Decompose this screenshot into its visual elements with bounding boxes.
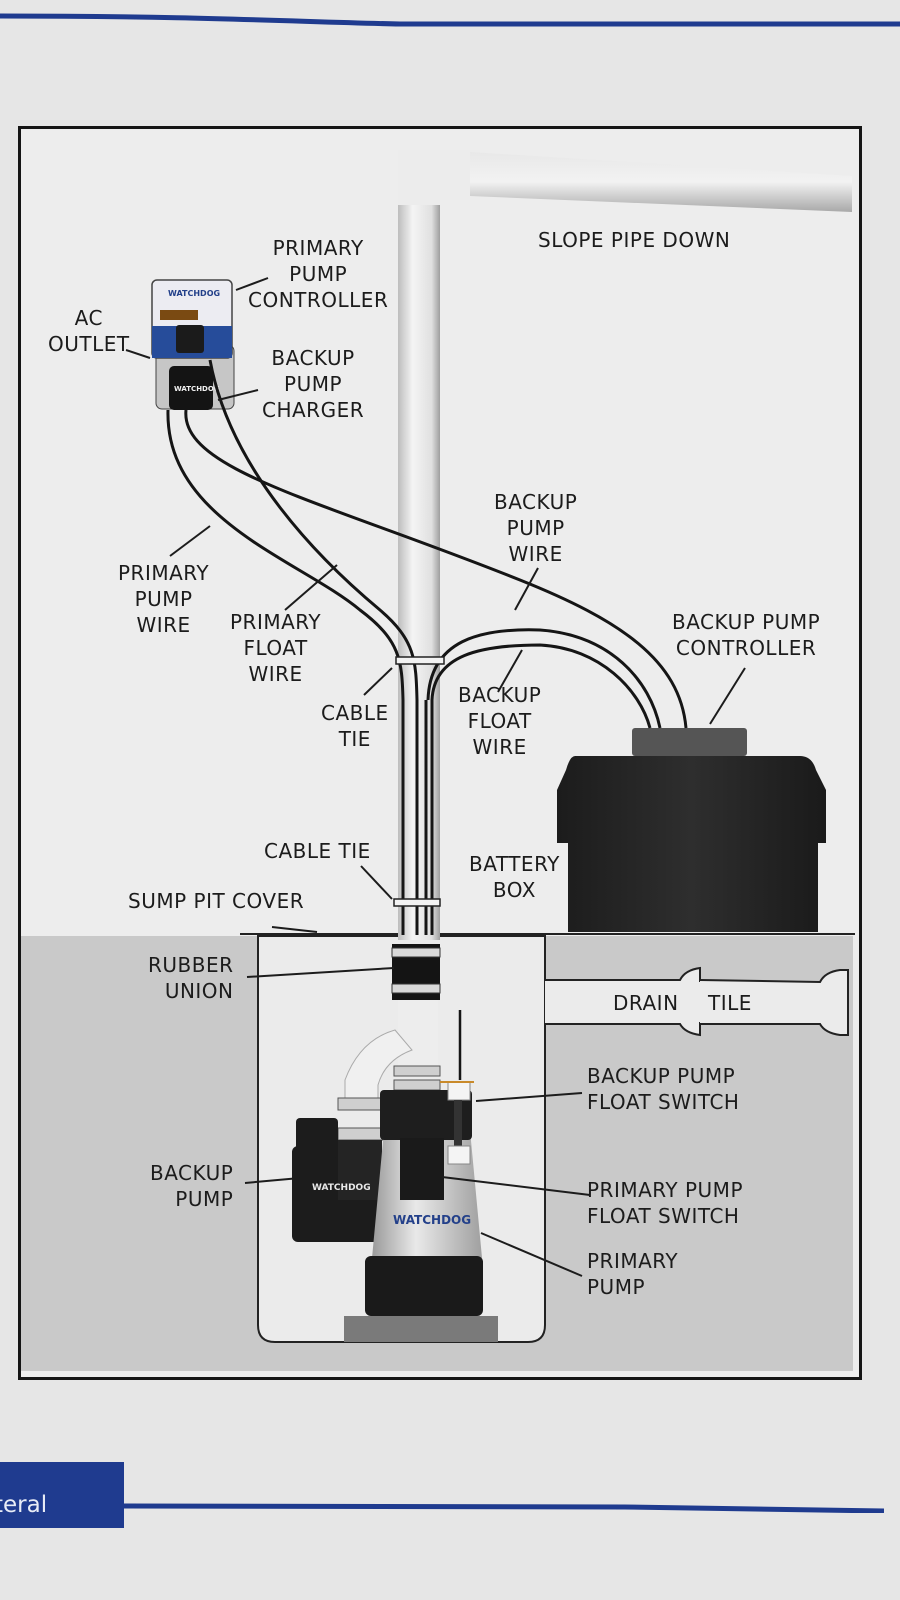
label-drain: DRAIN <box>613 991 679 1015</box>
cable-tie-lower <box>393 898 441 907</box>
float-switches <box>440 1010 474 1165</box>
battery-box <box>557 728 826 932</box>
label-backup-pump-float-switch: BACKUP PUMP FLOAT SWITCH <box>587 1064 740 1114</box>
label-backup-float-wire: BACKUP FLOAT WIRE <box>458 683 542 759</box>
label-primary-pump-controller: PRIMARY PUMP CONTROLLER <box>248 236 389 312</box>
leader-lines <box>125 277 746 1277</box>
label-cable-tie-lower: CABLE TIE <box>264 839 371 863</box>
label-battery-box: BATTERY BOX <box>469 852 560 902</box>
label-slope-pipe-down: SLOPE PIPE DOWN <box>538 228 731 252</box>
label-cable-tie-upper: CABLE TIE <box>321 701 389 751</box>
backup-pump-brand-text: WATCHDOG <box>312 1183 371 1193</box>
drain-tile <box>544 936 849 1037</box>
label-ac-outlet: AC OUTLET <box>48 306 130 356</box>
label-backup-pump-charger: BACKUP PUMP CHARGER <box>262 346 365 422</box>
discharge-pipe <box>398 150 852 940</box>
footer-section-tab: teral <box>0 1462 124 1528</box>
rubber-union <box>391 944 441 1000</box>
label-primary-float-wire: PRIMARY FLOAT WIRE <box>230 610 322 686</box>
backup-pump-charger-device: WATCHDOG <box>169 366 220 410</box>
label-tile: TILE <box>708 991 752 1015</box>
label-backup-pump-wire: BACKUP PUMP WIRE <box>494 490 578 566</box>
backup-float-wire-b <box>430 643 652 935</box>
top-blue-rule <box>0 13 900 27</box>
charger-brand-text: WATCHDOG <box>174 385 220 393</box>
label-primary-pump-float-switch: PRIMARY PUMP FLOAT SWITCH <box>587 1178 743 1228</box>
label-sump-pit-cover: SUMP PIT COVER <box>128 889 305 913</box>
primary-float-wire <box>208 359 419 935</box>
label-primary-pump: PRIMARY PUMP <box>587 1249 679 1299</box>
pit-piping <box>337 1000 441 1141</box>
label-primary-pump-wire: PRIMARY PUMP WIRE <box>118 561 210 637</box>
backup-pump-device: WATCHDOG <box>292 1118 382 1242</box>
label-backup-pump: BACKUP PUMP <box>150 1161 234 1211</box>
primary-pump-brand-text: WATCHDOG <box>393 1213 471 1227</box>
label-rubber-union: RUBBER UNION <box>148 953 234 1003</box>
cable-tie-upper <box>395 656 445 665</box>
backup-pump-wire <box>184 409 688 729</box>
footer-blue-rule <box>124 1503 884 1513</box>
footer-tab-text: teral <box>0 1492 48 1518</box>
label-backup-pump-controller: BACKUP PUMP CONTROLLER <box>672 610 821 660</box>
controller-brand-text: WATCHDOG <box>168 289 220 298</box>
